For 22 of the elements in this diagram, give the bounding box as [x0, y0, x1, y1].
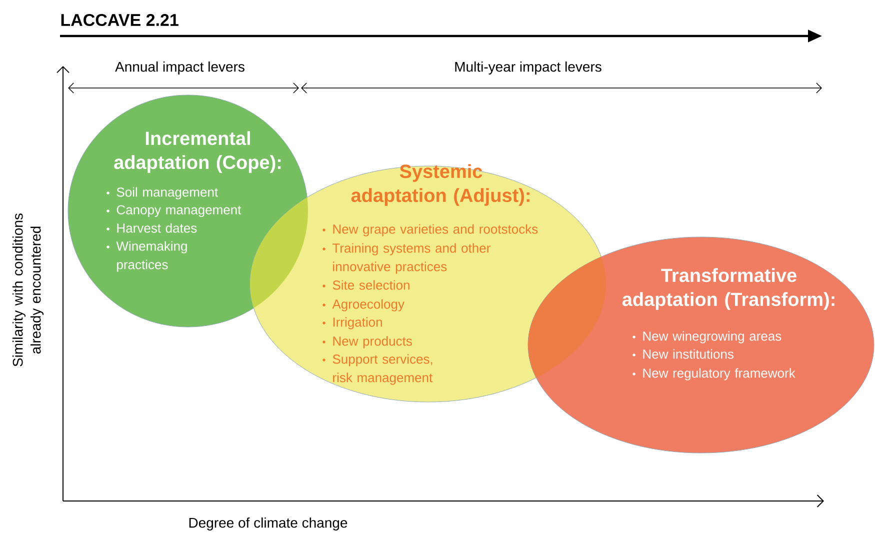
bullet-item: New winegrowing areas [632, 331, 782, 344]
bullet-item: Site selection [322, 280, 410, 290]
bullet-item: New institutions [632, 349, 734, 359]
bullet-item: Irrigation [322, 317, 382, 330]
ellipse-heading: Transformative adaptation (Transform): [622, 268, 834, 310]
ellipse-heading: Incremental adaptation (Cope): [114, 131, 281, 173]
bullet-item: New grape varieties and rootstocks [322, 224, 538, 236]
ellipse-heading: Systemic adaptation (Adjust): [351, 164, 530, 206]
bullet-item: New products [322, 336, 412, 348]
bullet-item: Winemaking practices [106, 241, 187, 272]
bullet-item: New regulatory framework [632, 368, 796, 380]
bullet-item: Soil management [106, 187, 218, 200]
axis-label: Degree of climate change [189, 517, 348, 530]
bullet-item: Support services, risk management [322, 354, 433, 385]
axis-label: Similarity with conditions already encountered [12, 214, 44, 366]
title: LACCAVE 2.21 [61, 14, 178, 26]
bullet-item: Canopy management [106, 205, 242, 217]
span-label: Annual impact levers [115, 61, 244, 75]
span-label: Multi-year impact levers [455, 61, 602, 75]
bullet-item: Training systems and other innovative practices [322, 243, 490, 274]
bullet-item: Harvest dates [106, 223, 197, 233]
bullet-item: Agroecology [322, 299, 404, 312]
